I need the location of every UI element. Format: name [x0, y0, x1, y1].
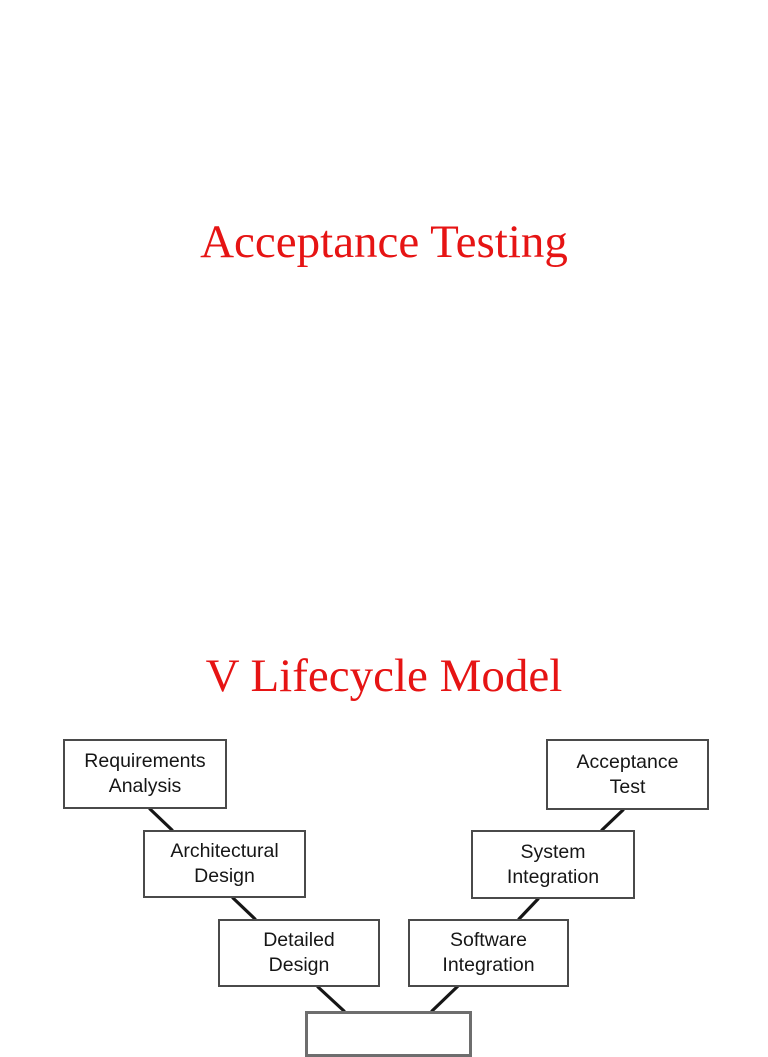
box-label-line: System — [520, 840, 586, 863]
box-system-integration: System Integration — [471, 830, 635, 899]
box-label-line: Integration — [506, 865, 600, 888]
box-software-integration: Software Integration — [408, 919, 569, 987]
box-label-line: Software — [450, 929, 527, 951]
connector-line-acceptance-test-to-system-integration — [600, 808, 625, 832]
slide2-title: V Lifecycle Model — [205, 650, 563, 702]
box-bottom-partial — [305, 1011, 472, 1057]
connector-line-architectural-design-to-detailed-design — [231, 896, 257, 921]
box-label-line: Design — [194, 865, 255, 887]
connector-line-detailed-design-to-bottom-partial — [316, 985, 346, 1013]
connector-lines — [148, 807, 625, 1013]
box-label-line: Acceptance — [576, 750, 679, 773]
box-detailed-design: Detailed Design — [218, 919, 380, 987]
connector-line-software-integration-to-bottom-partial — [430, 984, 460, 1013]
box-label-line: Design — [268, 954, 330, 976]
box-label-line: Requirements — [84, 750, 206, 772]
box-acceptance-test: Acceptance Test — [546, 739, 709, 810]
box-label-line: Analysis — [108, 775, 182, 797]
slide1-title: Acceptance Testing — [200, 216, 568, 268]
box-label-line: Test — [609, 775, 646, 798]
box-requirements-analysis: Requirements Analysis — [63, 739, 227, 809]
box-label-line: Integration — [442, 954, 535, 976]
slide-page: { "page": { "background": "#ffffff" }, "… — [63, 216, 709, 1057]
box-label-line: Detailed — [263, 929, 335, 951]
box-architectural-design: Architectural Design — [143, 830, 306, 898]
box-label-line: Architectural — [170, 840, 279, 862]
connector-line-requirements-analysis-to-architectural-design — [148, 807, 174, 832]
connector-line-system-integration-to-software-integration — [517, 897, 540, 921]
